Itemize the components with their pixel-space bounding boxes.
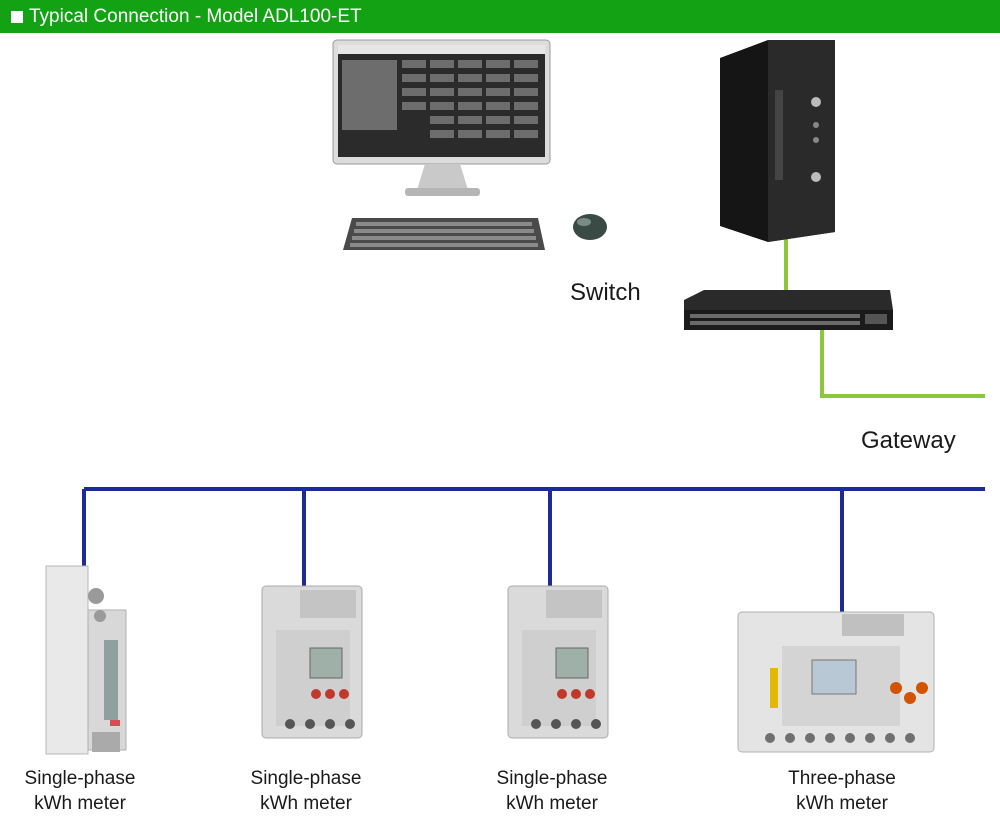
meter-label-4: Three-phase kWh meter — [752, 766, 932, 816]
header-square-icon — [11, 10, 23, 23]
meter-3-icon — [507, 585, 609, 739]
switch-label: Switch — [570, 279, 641, 306]
meter-label-line1: Single-phase — [250, 768, 362, 789]
meter-label-line1: Single-phase — [24, 768, 136, 789]
header-bar: Typical Connection - Model ADL100-ET — [0, 0, 1000, 33]
meter-label-line2: kWh meter — [260, 793, 352, 814]
meter-label-line2: kWh meter — [506, 793, 598, 814]
meter-label-line2: kWh meter — [34, 793, 126, 814]
meter-label-line1: Three-phase — [788, 768, 896, 789]
bus-lines — [82, 487, 985, 612]
server-tower-icon — [720, 40, 835, 242]
meter-label-2: Single-phase kWh meter — [216, 766, 396, 816]
meter-label-1: Single-phase kWh meter — [0, 766, 170, 816]
monitor-icon — [332, 39, 551, 196]
meter-2-icon — [261, 585, 363, 739]
mouse-icon — [573, 214, 607, 240]
meter-1-icon — [45, 565, 127, 755]
meter-label-line1: Single-phase — [496, 768, 608, 789]
meter-label-line2: kWh meter — [796, 793, 888, 814]
gateway-label: Gateway — [861, 427, 956, 454]
ethernet-lines — [784, 238, 985, 398]
switch-to-gateway-line — [820, 328, 985, 398]
network-switch-icon — [684, 290, 893, 330]
header-title: Typical Connection - Model ADL100-ET — [29, 5, 362, 27]
meter-label-3: Single-phase kWh meter — [462, 766, 642, 816]
meter-4-icon — [737, 611, 935, 753]
keyboard-icon — [343, 218, 545, 250]
